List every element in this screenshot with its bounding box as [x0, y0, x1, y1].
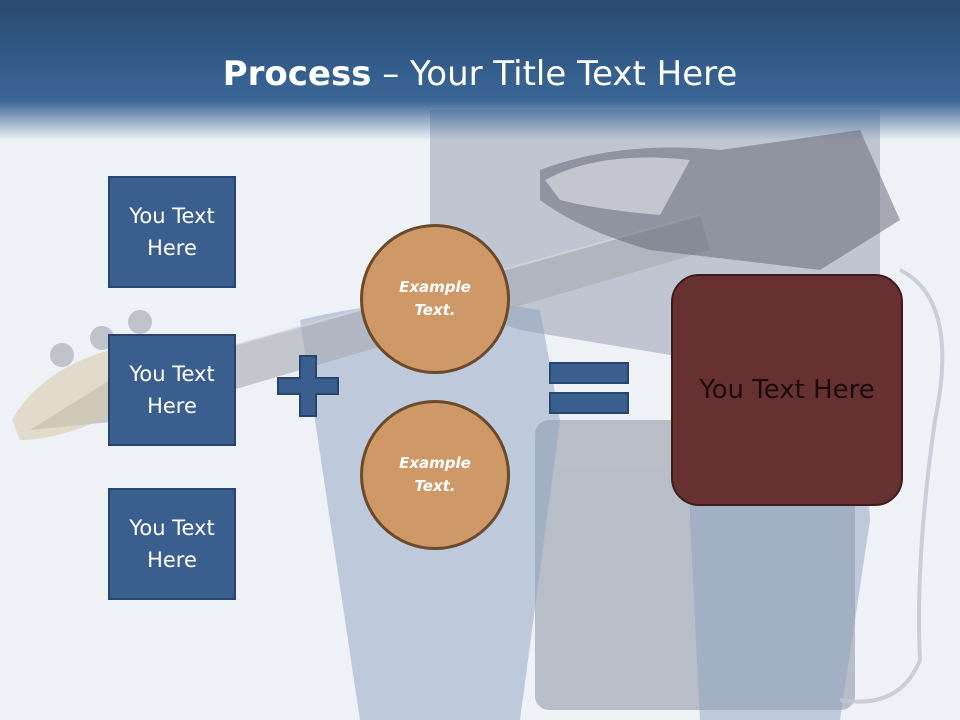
header-band — [0, 0, 960, 140]
example-circle-1[interactable]: Example Text. — [360, 224, 510, 374]
title-bold: Process — [222, 54, 372, 94]
plus-icon — [277, 355, 339, 417]
text-box-2[interactable]: You Text Here — [108, 334, 236, 446]
text-box-3-label: You Text Here — [129, 516, 215, 572]
text-box-3[interactable]: You Text Here — [108, 488, 236, 600]
result-box[interactable]: You Text Here — [671, 274, 903, 506]
example-circle-2-label: Example Text. — [399, 454, 471, 495]
text-box-2-label: You Text Here — [129, 362, 215, 418]
slide-title: Process – Your Title Text Here — [0, 52, 960, 96]
example-circle-1-label: Example Text. — [399, 278, 471, 319]
text-box-1[interactable]: You Text Here — [108, 176, 236, 288]
title-rest: – Your Title Text Here — [371, 54, 738, 94]
text-box-1-label: You Text Here — [129, 204, 215, 260]
equals-icon — [549, 362, 629, 414]
example-circle-2[interactable]: Example Text. — [360, 400, 510, 550]
result-box-label: You Text Here — [699, 375, 875, 405]
